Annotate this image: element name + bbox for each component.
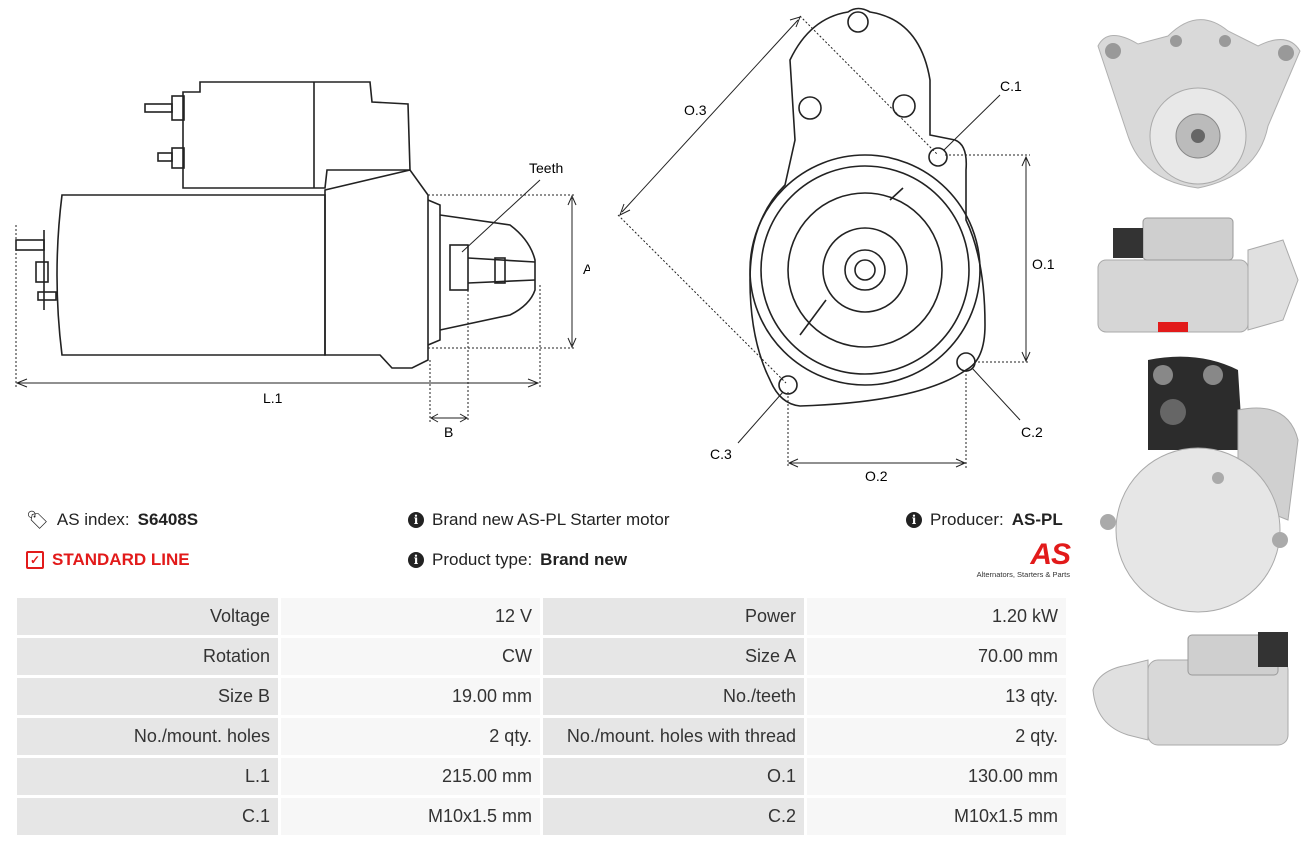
dim-l1-label: L.1	[263, 390, 283, 406]
spec-value: CW	[278, 635, 543, 678]
as-pl-logo: AS Alternators, Starters & Parts	[966, 538, 1071, 580]
spec-label: Voltage	[14, 595, 281, 638]
spec-value: 19.00 mm	[278, 675, 543, 718]
spec-value: 70.00 mm	[804, 635, 1069, 678]
spec-label: No./teeth	[540, 675, 807, 718]
as-index-row: 🏷 AS index: S6408S	[26, 510, 198, 530]
product-type-label: Product type:	[432, 550, 533, 569]
product-type-value: Brand new	[540, 550, 628, 569]
info-icon: i	[408, 552, 424, 568]
product-photo-rear	[1100, 356, 1299, 613]
description-text: Brand new AS-PL Starter motor	[432, 510, 670, 529]
spec-value: 2 qty.	[278, 715, 543, 758]
dim-o3-label: O.3	[684, 102, 707, 118]
tags-icon: 🏷	[26, 510, 49, 530]
spec-label: No./mount. holes with thread	[540, 715, 807, 758]
teeth-label: Teeth	[529, 160, 563, 176]
dim-o1-label: O.1	[1032, 256, 1055, 272]
description-row: i Brand new AS-PL Starter motor	[408, 510, 669, 530]
spec-value: M10x1.5 mm	[804, 795, 1069, 838]
as-index-label: AS index:	[56, 510, 130, 529]
spec-value: M10x1.5 mm	[278, 795, 543, 838]
producer-label: Producer:	[930, 510, 1004, 529]
dim-a-label: A	[583, 261, 590, 277]
info-icon: i	[906, 512, 922, 528]
standard-line-label: STANDARD LINE	[52, 550, 190, 569]
producer-row: i Producer: AS-PL	[906, 510, 1063, 530]
product-photo-side	[1097, 217, 1299, 333]
spec-value: 1.20 kW	[804, 595, 1069, 638]
spec-label: C.1	[14, 795, 281, 838]
spec-value: 13 qty.	[804, 675, 1069, 718]
spec-label: O.1	[540, 755, 807, 798]
as-index-value: S6408S	[137, 510, 199, 529]
front-view-drawing: O.3 C.1 O.1 C.2 C.3 O.2	[617, 7, 1055, 484]
spec-label: Size A	[540, 635, 807, 678]
spec-label: C.2	[540, 795, 807, 838]
product-type-row: i Product type: Brand new	[408, 550, 627, 570]
product-photo-front	[1097, 19, 1301, 189]
producer-value: AS-PL	[1011, 510, 1063, 529]
product-photo-angle	[1092, 632, 1289, 746]
spec-label: Rotation	[14, 635, 281, 678]
spec-value: 215.00 mm	[278, 755, 543, 798]
hole-c3-label: C.3	[710, 446, 732, 462]
info-icon: i	[408, 512, 424, 528]
spec-label: L.1	[14, 755, 281, 798]
checkbox-icon: ✓	[26, 551, 44, 569]
spec-value: 12 V	[278, 595, 543, 638]
hole-c1-label: C.1	[1000, 78, 1022, 94]
spec-label: Power	[540, 595, 807, 638]
spec-label: No./mount. holes	[14, 715, 281, 758]
spec-value: 2 qty.	[804, 715, 1069, 758]
spec-value: 130.00 mm	[804, 755, 1069, 798]
logo-mark: AS	[1030, 538, 1071, 571]
dim-o2-label: O.2	[865, 468, 888, 484]
dim-b-label: B	[444, 424, 453, 440]
side-view-drawing: Teeth A L.1 B	[15, 81, 590, 440]
logo-tagline: Alternators, Starters & Parts	[976, 570, 1070, 579]
standard-line-badge: ✓ STANDARD LINE	[26, 550, 190, 570]
hole-c2-label: C.2	[1021, 424, 1043, 440]
spec-label: Size B	[14, 675, 281, 718]
